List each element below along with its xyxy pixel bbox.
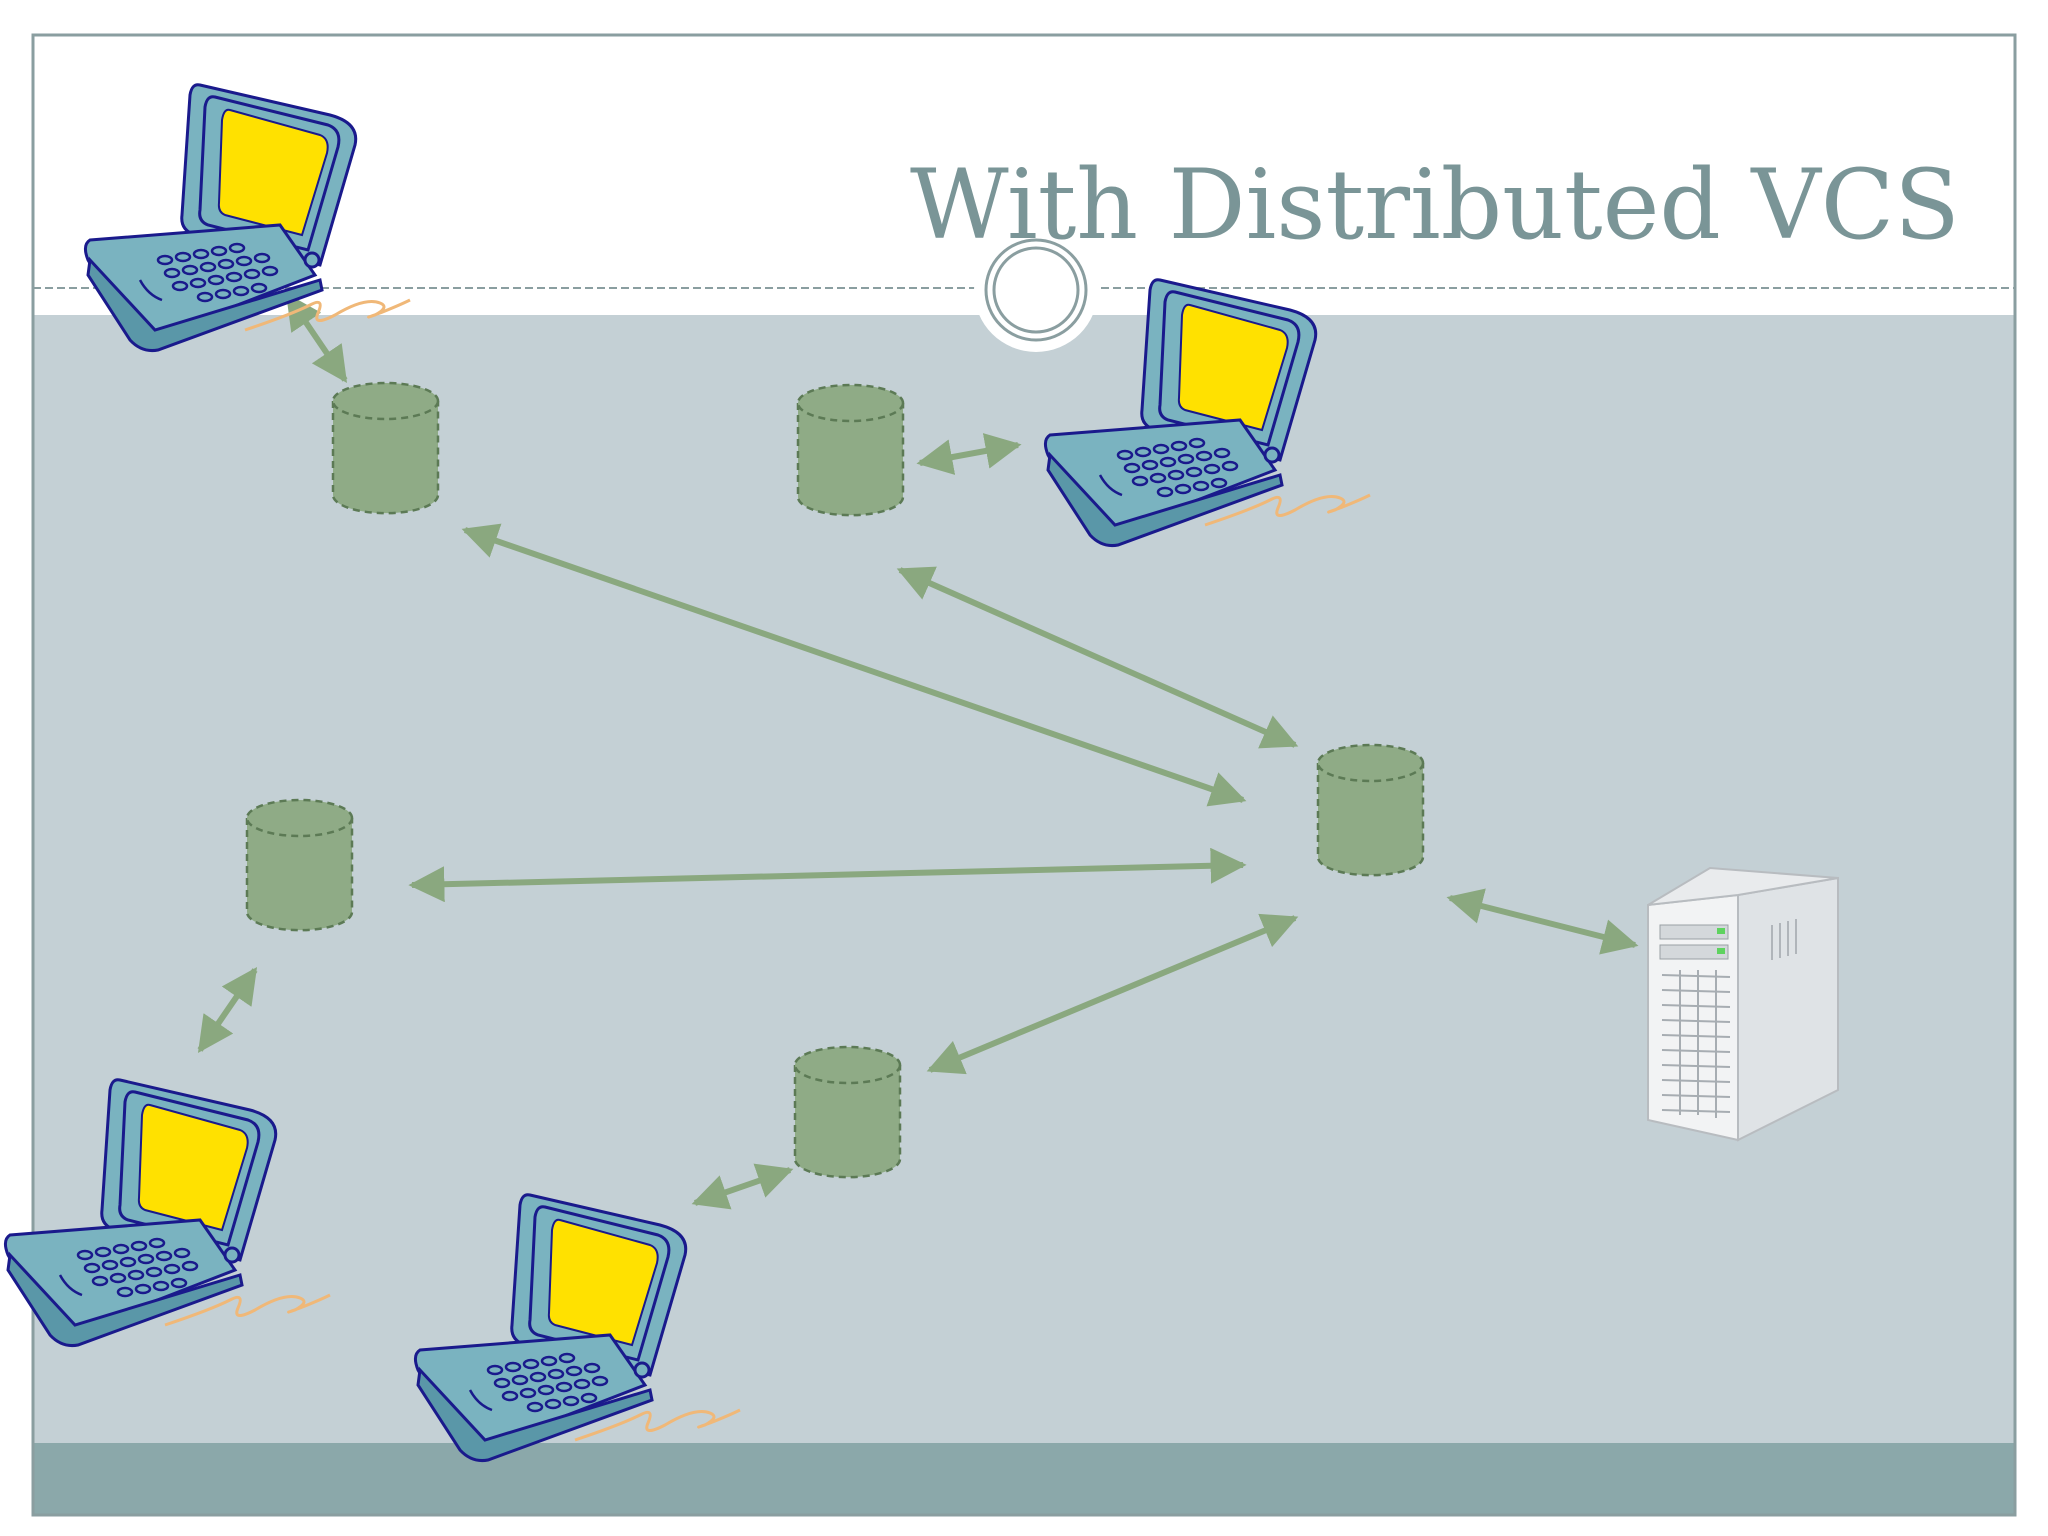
connection-repo3-laptop3	[197, 967, 258, 1053]
connection-repo4-central	[926, 913, 1299, 1075]
footer-band	[33, 1443, 2015, 1515]
connection-repo2-laptop2	[916, 433, 1022, 475]
repository-3	[245, 798, 354, 932]
connection-repo1-central	[461, 523, 1247, 807]
repository-2	[796, 383, 905, 517]
divider-ornament	[974, 228, 1098, 352]
slide-frame	[31, 33, 2017, 1517]
connection-repo3-central	[408, 847, 1247, 903]
central-repository	[1316, 743, 1425, 877]
connection-repo2-central	[896, 566, 1299, 749]
repository-1	[331, 381, 440, 515]
slide-title: With Distributed VCS	[910, 149, 1960, 261]
connection-repo4-laptop4	[691, 1163, 794, 1210]
connection-central-server	[1446, 888, 1639, 955]
server-icon	[1647, 866, 1839, 1142]
repository-4	[793, 1045, 902, 1179]
